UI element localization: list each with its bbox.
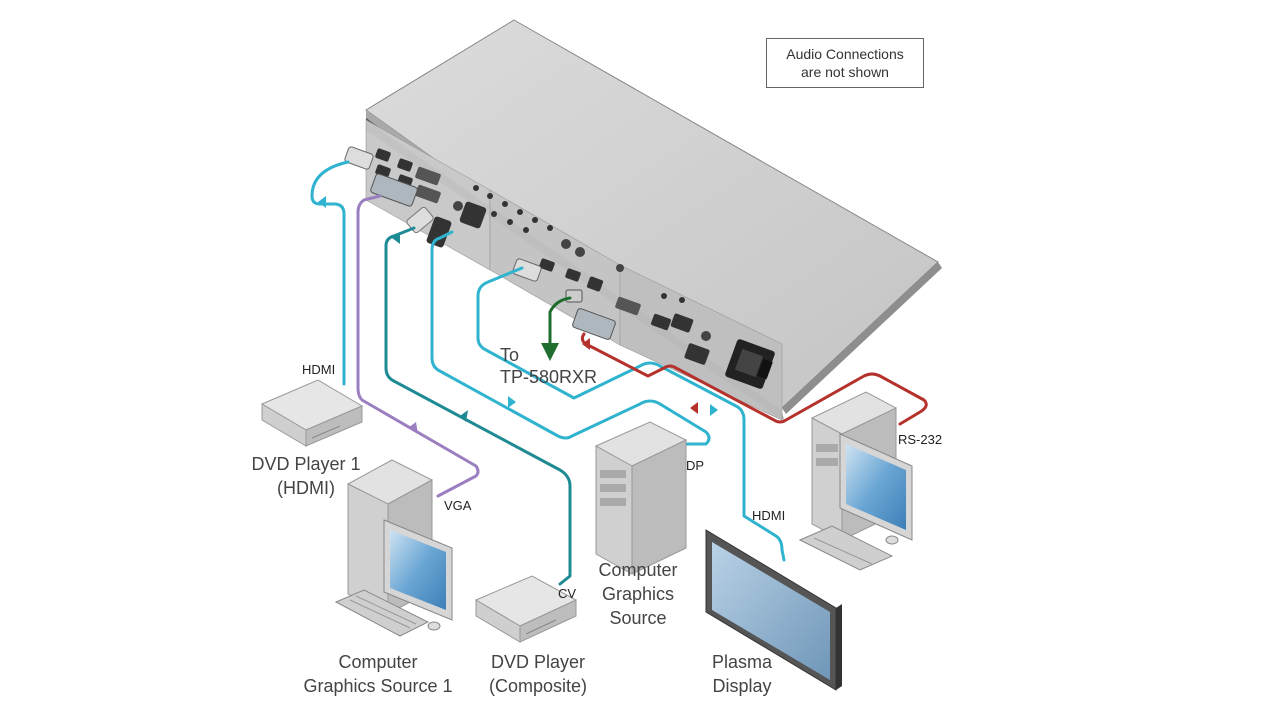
to-receiver-label: To TP-580RXR xyxy=(500,344,597,388)
cable-arrows xyxy=(318,196,718,434)
note-line-1: Audio Connections xyxy=(786,46,904,62)
dvd-player-1-label: DVD Player 1 (HDMI) xyxy=(236,452,376,500)
dvd1-line-2: (HDMI) xyxy=(277,478,335,498)
cg1-line-2: Graphics Source 1 xyxy=(303,676,453,696)
computer-graphics-source-1-device xyxy=(334,459,453,637)
computer-graphics-source-label: Computer Graphics Source xyxy=(584,558,692,630)
label-cv: CV xyxy=(558,586,577,601)
label-rs232: RS-232 xyxy=(898,432,943,447)
cg-line-3: Source xyxy=(609,608,667,628)
label-dp: DP xyxy=(686,458,705,473)
cable-dp xyxy=(430,230,711,446)
plasma-display-device xyxy=(705,529,842,691)
cable-tp-out xyxy=(541,296,572,361)
to-line-2: TP-580RXR xyxy=(500,367,598,387)
dvd-player-composite-device xyxy=(474,575,578,643)
dvd1-line-1: DVD Player 1 xyxy=(251,454,361,474)
computer-graphics-source-1-label: Computer Graphics Source 1 xyxy=(280,650,476,698)
note-line-2: are not shown xyxy=(801,64,889,80)
cable-hdmi-dvd1 xyxy=(310,160,350,386)
dvd-player-composite-label: DVD Player (Composite) xyxy=(474,650,602,698)
dvdc-line-2: (Composite) xyxy=(488,676,588,696)
cable-cv xyxy=(384,226,572,586)
cg-line-2: Graphics xyxy=(601,584,675,604)
plasma-line-1: Plasma xyxy=(711,652,773,672)
to-line-1: To xyxy=(500,345,520,365)
cg1-line-1: Computer xyxy=(338,652,418,672)
switcher-unit xyxy=(344,19,942,421)
cable-vga xyxy=(356,194,480,498)
audio-connections-note: Audio Connections are not shown xyxy=(766,38,924,88)
label-hdmi-dvd1: HDMI xyxy=(302,362,336,377)
computer-graphics-source-device xyxy=(594,421,688,575)
dvd-player-1-device xyxy=(260,379,364,447)
plasma-line-2: Display xyxy=(712,676,772,696)
cable-hdmi-display xyxy=(476,266,786,562)
rs232-pc-device xyxy=(798,391,913,571)
label-vga: VGA xyxy=(444,498,472,513)
plasma-display-label: Plasma Display xyxy=(694,650,790,698)
label-hdmi-display: HDMI xyxy=(752,508,786,523)
cg-line-1: Computer xyxy=(598,560,678,580)
dvdc-line-1: DVD Player xyxy=(490,652,586,672)
